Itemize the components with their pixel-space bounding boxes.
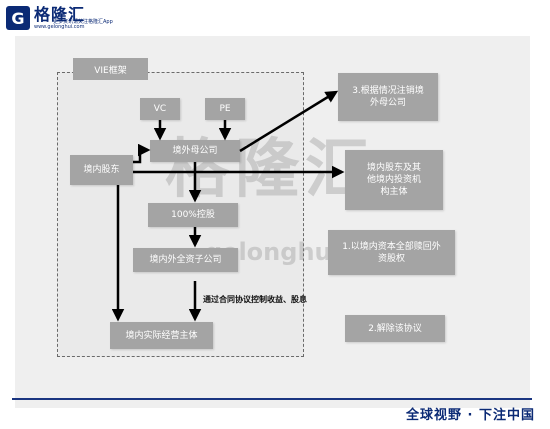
footer-slogan: 全球视野 · 下注中国 xyxy=(406,408,535,423)
node-deregister-parent: 3.根据情况注销境外母公司 xyxy=(338,73,438,121)
node-domestic-shareholder: 境内股东 xyxy=(70,155,133,185)
node-other-investors: 境内股东及其他境内投资机构主体 xyxy=(345,150,443,210)
node-pe: PE xyxy=(205,98,245,120)
node-vc: VC xyxy=(140,98,180,120)
footer-divider xyxy=(12,398,532,400)
logo-url: www.gelonghui.com xyxy=(34,24,85,30)
logo-mark-icon: G xyxy=(6,6,30,30)
node-offshore-parent: 境外母公司 xyxy=(150,140,240,162)
node-operating-entity: 境内实际经营主体 xyxy=(110,322,213,349)
node-holding-100: 100%控股 xyxy=(148,203,238,227)
logo-slogan: 更多资讯请关注格隆汇App xyxy=(53,19,113,25)
vie-framework-tab: VIE框架 xyxy=(73,58,148,80)
contract-control-label: 通过合同协议控制收益、股息 xyxy=(203,295,307,304)
logo: G 格隆汇 www.gelonghui.com xyxy=(6,6,85,30)
logo-name: 格隆汇 xyxy=(34,5,86,24)
node-buyback: 1.以境内资本全部赎回外资股权 xyxy=(328,230,455,275)
node-terminate: 2.解除该协议 xyxy=(345,315,445,342)
arrow-parent-to-deregister xyxy=(239,90,339,153)
node-wfoe: 境内外全资子公司 xyxy=(133,248,238,272)
arrow-shareholder-to-parent xyxy=(133,143,151,164)
